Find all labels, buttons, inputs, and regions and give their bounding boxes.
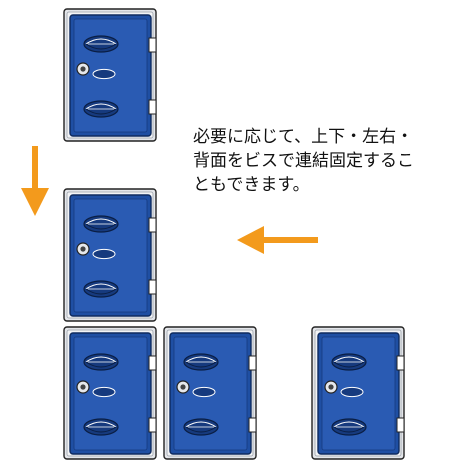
lower-handle-icon xyxy=(83,418,119,436)
lower-handle-icon xyxy=(83,100,119,118)
caption-text: 必要に応じて、上下・左右・ 背面をビスで連結固定するこ ともできます。 xyxy=(193,125,453,197)
upper-handle-icon xyxy=(83,215,119,233)
upper-handle-icon xyxy=(83,353,119,371)
bottom-right-locker xyxy=(311,326,405,460)
caption-line: ともできます。 xyxy=(193,175,310,195)
key-lock-icon xyxy=(324,380,338,394)
bottom-middle-locker xyxy=(163,326,257,460)
lower-handle-icon xyxy=(183,418,219,436)
lower-handle-icon xyxy=(83,280,119,298)
caption-line: 背面をビスで連結固定するこ xyxy=(193,151,414,171)
key-lock-icon xyxy=(76,380,90,394)
caption-line: 必要に応じて、上下・左右・ xyxy=(193,127,414,147)
key-lock-icon xyxy=(76,62,90,76)
arrow-left-icon xyxy=(237,226,318,254)
top-locker xyxy=(63,8,157,142)
lower-handle-icon xyxy=(331,418,367,436)
bottom-left-locker xyxy=(63,326,157,460)
key-lock-icon xyxy=(76,242,90,256)
key-lock-icon xyxy=(176,380,190,394)
middle-locker xyxy=(63,188,157,322)
upper-handle-icon xyxy=(83,35,119,53)
arrow-down-icon xyxy=(21,146,49,216)
upper-handle-icon xyxy=(183,353,219,371)
upper-handle-icon xyxy=(331,353,367,371)
